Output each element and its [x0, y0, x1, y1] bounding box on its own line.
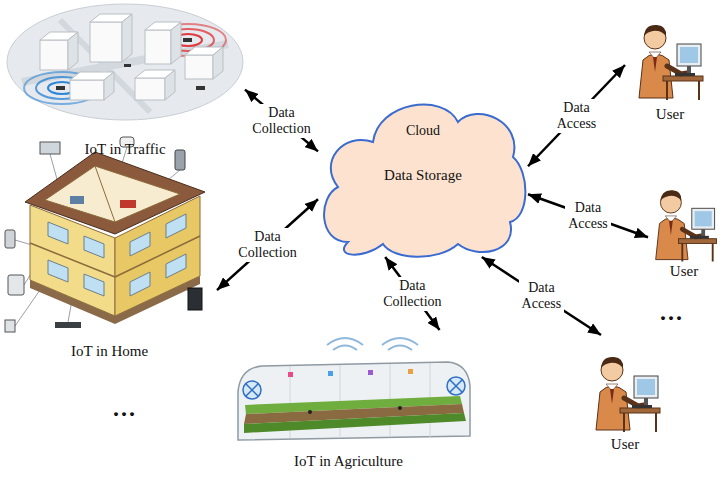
agriculture-illustration-part [288, 372, 293, 377]
user-figure [639, 25, 703, 100]
edge-label: Data Collection [380, 277, 444, 311]
traffic-illustration-part [196, 86, 205, 90]
user-figure [596, 357, 660, 432]
traffic-illustration-part [68, 32, 78, 70]
home-illustration-part [188, 288, 202, 310]
traffic-illustration-part [124, 64, 131, 67]
home-illustration-part [40, 142, 60, 154]
illustration-node: User [625, 5, 715, 125]
agriculture-illustration [238, 338, 470, 440]
traffic-illustration-part [90, 22, 122, 62]
data-arrow [528, 65, 625, 166]
traffic-illustration-part [185, 55, 213, 79]
edge-label: Data Access [554, 99, 600, 133]
agriculture-illustration-part [382, 338, 418, 345]
cloud-node: CloudData Storage [318, 92, 528, 257]
ellipsis-mark: ... [660, 300, 684, 324]
agriculture-illustration-part [243, 381, 261, 399]
agriculture-illustration-part [450, 380, 462, 392]
agriculture-illustration-part [238, 362, 470, 440]
node-caption: User [611, 435, 639, 453]
agriculture-illustration-part [333, 346, 357, 351]
home-illustration-part-part [15, 240, 32, 245]
agriculture-illustration-part [388, 346, 412, 351]
data-arrow [245, 90, 318, 152]
home-illustration-part [115, 236, 200, 277]
traffic-illustration-part [40, 40, 68, 70]
traffic-illustration-part [122, 14, 132, 62]
traffic-illustration [7, 4, 243, 120]
traffic-illustration-part [70, 80, 104, 100]
traffic-illustration-part [213, 47, 223, 79]
traffic-illustration-part [145, 30, 171, 64]
traffic-illustration-part [165, 70, 175, 100]
cloud-text: Data Storage [384, 166, 462, 184]
traffic-illustration-part [56, 86, 65, 90]
traffic-illustration-part [104, 72, 114, 100]
node-caption: IoT in Agriculture [294, 452, 403, 470]
edge-label: Data Access [565, 199, 611, 233]
home-illustration-part [175, 150, 185, 170]
home-illustration-part [120, 200, 136, 208]
illustration-node: User [648, 170, 720, 282]
edge-label: Data Collection [249, 104, 313, 138]
edge-label: Data Access [519, 279, 565, 313]
data-arrow [482, 257, 601, 335]
traffic-illustration-part [135, 78, 165, 100]
illustration-node: IoT in Traffic [5, 0, 245, 160]
home-illustration-part [5, 320, 15, 332]
home-illustration [5, 137, 205, 332]
cloud-outline [324, 105, 525, 257]
node-caption: IoT in Traffic [84, 140, 165, 158]
edge-label: Data Collection [235, 228, 299, 262]
home-illustration-part [48, 222, 68, 244]
home-illustration-part [70, 196, 84, 204]
home-illustration-part [8, 275, 24, 295]
home-illustration-part [95, 166, 115, 222]
home-illustration-part [48, 260, 68, 282]
agriculture-illustration-part [398, 406, 402, 410]
home-illustration-part [166, 254, 186, 278]
illustration-node: IoT in Agriculture [222, 330, 475, 472]
home-illustration-part-part [168, 170, 180, 180]
data-arrow [217, 199, 318, 290]
home-illustration-part [45, 166, 180, 222]
home-illustration-part [55, 322, 81, 328]
home-illustration-part [130, 272, 150, 296]
traffic-illustration-part [7, 4, 243, 120]
agriculture-illustration-part [328, 371, 333, 376]
agriculture-illustration-part [308, 410, 312, 414]
cloud-title: Cloud [406, 122, 440, 140]
agriculture-illustration-part [368, 370, 373, 375]
agriculture-illustration-part [408, 369, 413, 374]
agriculture-illustration-part [246, 384, 258, 396]
illustration-node: User [585, 335, 665, 455]
node-caption: User [656, 105, 684, 123]
agriculture-illustration-part [244, 413, 466, 433]
home-illustration-part [84, 274, 104, 296]
agriculture-illustration-part [447, 377, 465, 395]
node-caption: User [670, 262, 698, 280]
home-illustration-part [5, 230, 15, 248]
traffic-illustration-part [171, 22, 181, 64]
traffic-illustration-part [183, 38, 192, 42]
user-figure [656, 190, 717, 261]
data-arrow [528, 194, 648, 237]
home-illustration-part [166, 214, 186, 238]
home-illustration-part [84, 236, 104, 258]
agriculture-illustration-part [327, 338, 363, 345]
ellipsis-mark: ... [113, 396, 137, 420]
illustration-node: IoT in Home [2, 130, 217, 362]
home-illustration-part [130, 232, 150, 256]
node-caption: IoT in Home [71, 342, 148, 360]
